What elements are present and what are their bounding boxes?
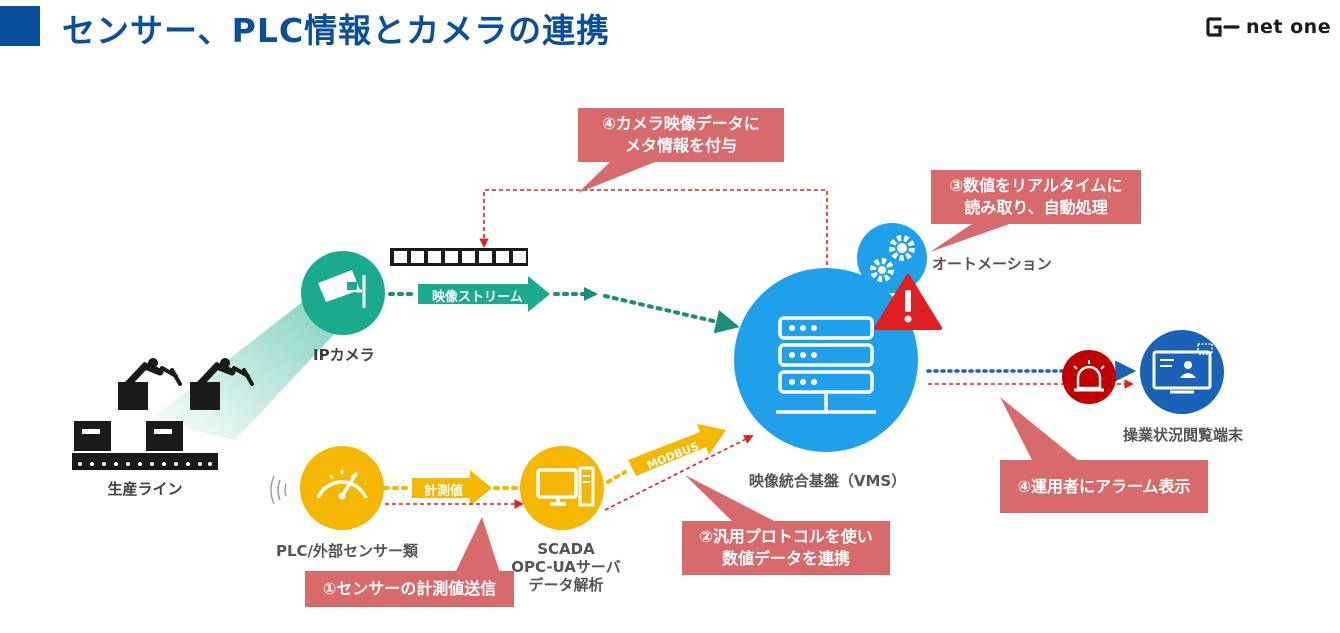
netone-logo: net one xyxy=(1206,16,1331,38)
callout-pointer-realtime xyxy=(930,222,1015,252)
title-accent-bar xyxy=(0,6,40,46)
plc-sensor-label: PLC/外部センサー類 xyxy=(275,542,419,560)
callout-sensor-send-line1: ①センサーの計測値送信 xyxy=(322,579,497,598)
callout-pointer-metadata xyxy=(578,160,660,193)
plc-gauge-icon xyxy=(300,446,384,530)
callout-pointer-sensor xyxy=(455,517,500,573)
measurement-label: 計測値 xyxy=(424,484,464,499)
measurement-arrow xyxy=(383,470,524,509)
vms-server-icon xyxy=(734,268,918,452)
callout-protocol-line2: 数値データを連携 xyxy=(721,549,850,568)
ip-camera-label: IPカメラ xyxy=(313,346,375,364)
scada-label-line3: データ解析 xyxy=(528,576,604,594)
callout-pointer-protocol xyxy=(685,475,778,523)
metadata-dashed-line xyxy=(479,189,828,272)
video-stream-arrow xyxy=(388,276,740,334)
sensor-signal-icon xyxy=(270,475,287,505)
opc-modbus-arrow xyxy=(604,424,754,511)
callout-realtime: ③数値をリアルタイムに 読み取り、自動処理 xyxy=(931,170,1141,224)
terminal-monitor-icon xyxy=(1140,330,1224,414)
terminal-label: 操業状況閲覧端末 xyxy=(1122,426,1243,444)
scada-computer-icon xyxy=(520,446,604,530)
callout-sensor-send: ①センサーの計測値送信 xyxy=(305,571,514,607)
callout-operator-alarm: ④運用者にアラーム表示 xyxy=(1000,460,1208,513)
callout-realtime-line1: ③数値をリアルタイムに xyxy=(949,176,1123,195)
ip-camera-icon xyxy=(301,251,385,335)
callout-protocol-line1: ②汎用プロトコルを使い xyxy=(699,527,873,546)
page-title: センサー、PLC情報とカメラの連携 xyxy=(62,11,611,50)
warning-triangle-icon xyxy=(874,274,942,330)
production-line-icon xyxy=(72,358,254,470)
production-line-label: 生産ライン xyxy=(107,480,183,498)
callout-realtime-line2: 読み取り、自動処理 xyxy=(964,198,1108,217)
automation-label: オートメーション xyxy=(932,255,1052,273)
callout-metadata-line1: ④カメラ映像データに xyxy=(602,114,760,133)
vms-label: 映像統合基盤（VMS） xyxy=(748,472,907,490)
callout-metadata-line2: メタ情報を付与 xyxy=(624,136,737,155)
scada-label: SCADA OPC-UAサーバ データ解析 xyxy=(506,540,626,594)
scada-label-line2: OPC-UAサーバ xyxy=(511,558,621,576)
callout-operator-alarm-line1: ④運用者にアラーム表示 xyxy=(1017,476,1191,496)
logo-text: net one xyxy=(1246,16,1332,38)
callout-protocol: ②汎用プロトコルを使い 数値データを連携 xyxy=(682,521,890,575)
callout-metadata: ④カメラ映像データに メタ情報を付与 xyxy=(578,108,784,162)
automation-gear-icon xyxy=(857,223,927,293)
film-strip-icon xyxy=(390,248,528,266)
callout-pointer-alarm xyxy=(1000,397,1080,462)
video-stream-label: 映像ストリーム xyxy=(432,290,523,305)
scada-label-line1: SCADA xyxy=(537,540,595,558)
logo-mark-icon xyxy=(1206,17,1240,37)
alarm-light-icon xyxy=(1062,350,1116,404)
